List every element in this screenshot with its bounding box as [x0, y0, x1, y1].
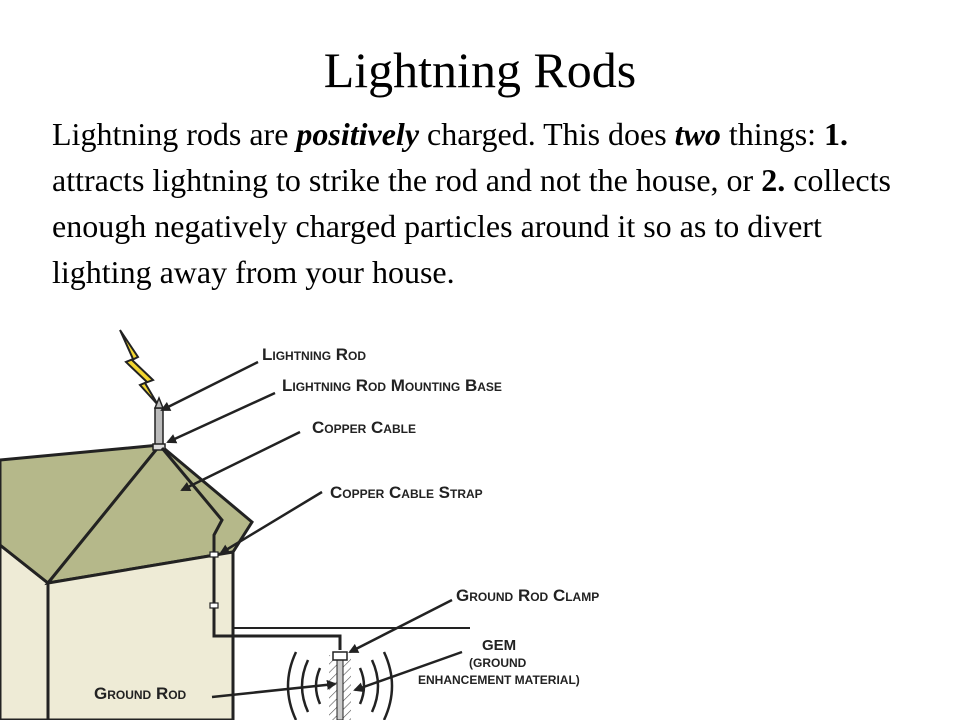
label-ground-rod: Ground Rod	[94, 684, 187, 703]
body-text-emphasis: two	[674, 116, 721, 152]
body-text-part: attracts lightning to strike the rod and…	[52, 162, 762, 198]
label-copper-cable: Copper Cable	[312, 418, 416, 437]
body-text-part: charged. This does	[419, 116, 675, 152]
house-gable-wall	[46, 550, 235, 720]
body-text-part: things:	[720, 116, 825, 152]
house-illustration	[0, 442, 254, 720]
arrow-cable-strap	[219, 490, 323, 555]
list-number: 1.	[824, 116, 849, 152]
list-number: 2.	[761, 162, 786, 198]
lightning-bolt-icon	[119, 329, 159, 406]
mounting-base	[152, 443, 166, 451]
label-mounting-base: Lightning Rod Mounting Base	[282, 376, 502, 395]
slide-body-text: Lightning rods are positively charged. T…	[52, 111, 912, 295]
ground-rod-clamp	[332, 651, 348, 661]
lightning-rod	[154, 407, 164, 447]
arrow-copper-cable	[180, 430, 301, 492]
arrow-lightning-rod	[160, 360, 259, 412]
body-text-part: Lightning rods are	[52, 116, 297, 152]
arrow-mounting-base	[166, 391, 276, 444]
label-lightning-rod: Lightning Rod	[262, 345, 366, 364]
label-ground-rod-clamp: Ground Rod Clamp	[456, 586, 599, 605]
ground-rod	[336, 657, 344, 720]
cable-strap	[209, 602, 219, 609]
arrow-ground-rod	[211, 679, 337, 699]
label-cable-strap: Copper Cable Strap	[330, 483, 483, 502]
arrow-gem	[353, 650, 463, 693]
callout-arrows	[160, 360, 463, 699]
arrow-ground-rod-clamp	[348, 598, 453, 654]
body-text-part: collects enough negatively charged parti…	[52, 162, 891, 290]
cable-strap	[209, 551, 219, 558]
lightning-rod-tip	[153, 395, 165, 409]
slide-title: Lightning Rods	[323, 42, 637, 98]
label-gem-sub1: (GROUND	[469, 656, 527, 670]
body-text-emphasis: positively	[296, 116, 420, 152]
copper-cable	[160, 447, 342, 650]
label-gem: GEM	[482, 637, 516, 654]
label-gem-sub2: ENHANCEMENT MATERIAL)	[418, 673, 580, 687]
